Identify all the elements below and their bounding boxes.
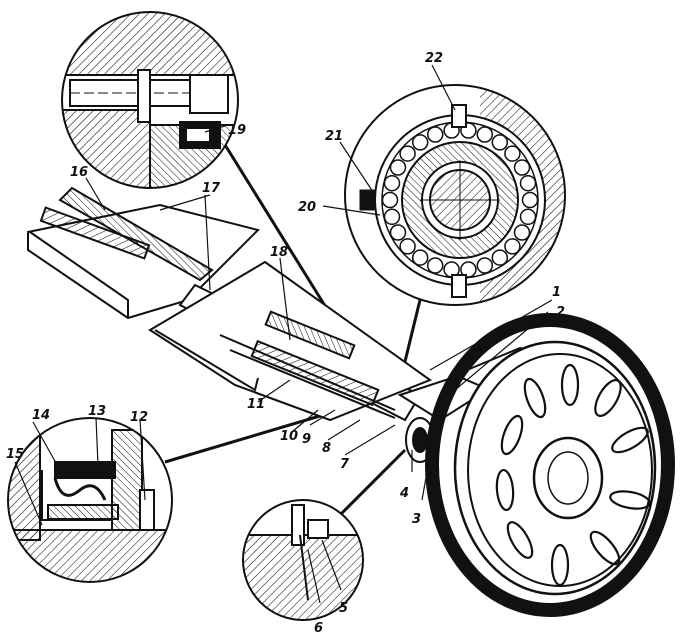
label-16: 16 (70, 165, 88, 180)
label-14: 14 (32, 408, 50, 423)
label-1: 1 (552, 285, 561, 300)
inset-top-right (344, 84, 566, 306)
bearing-ball (519, 174, 537, 192)
label-10: 10 (280, 429, 298, 444)
axle-beam (27, 186, 564, 463)
bearing-ball (513, 159, 531, 176)
label-15: 15 (6, 447, 24, 462)
wheel-vents (495, 363, 651, 587)
inset-top-left (61, 11, 239, 189)
label-5: 5 (339, 601, 348, 616)
bearing-ball (399, 238, 416, 255)
label-22: 22 (425, 51, 443, 66)
bearing-ball (476, 257, 494, 274)
bearing-ball (504, 145, 521, 162)
bearing-ball (519, 208, 537, 226)
label-18: 18 (270, 245, 288, 260)
pointer-lines (14, 64, 553, 604)
bearing-ball (476, 126, 494, 143)
bearing-balls (381, 122, 539, 278)
bearing-ball (521, 191, 539, 209)
bearing-ball (383, 208, 401, 226)
part-labels: 1 2 3 4 5 6 7 8 9 10 11 12 13 14 15 16 1… (6, 51, 565, 636)
bearing-ball (426, 257, 444, 274)
label-3: 3 (412, 512, 421, 527)
label-13: 13 (88, 404, 106, 419)
inset-bottom-left (7, 417, 173, 583)
label-21: 21 (325, 129, 343, 144)
label-8: 8 (322, 441, 331, 456)
bearing-ball (411, 134, 429, 151)
bearing-ball (491, 134, 509, 151)
label-7: 7 (340, 457, 350, 472)
label-4: 4 (399, 486, 409, 501)
bearing-ball (389, 224, 407, 241)
label-6: 6 (314, 621, 323, 636)
bearing-ball (383, 174, 401, 192)
label-17: 17 (202, 181, 221, 196)
wheel (425, 313, 675, 617)
bearing-ball (504, 238, 521, 255)
label-11: 11 (247, 397, 265, 412)
bearing-ball (381, 191, 399, 209)
bearing-ball (513, 224, 531, 241)
label-19: 19 (228, 123, 246, 138)
bearing-ball (389, 159, 407, 176)
label-9: 9 (302, 432, 311, 447)
bearing-ball (399, 145, 416, 162)
bearing-ball (411, 249, 429, 266)
label-2: 2 (556, 305, 565, 320)
inset-bottom-middle (242, 499, 364, 621)
label-20: 20 (298, 200, 316, 215)
bearing-ball (491, 249, 509, 266)
bearing-ball (460, 261, 477, 278)
label-12: 12 (130, 410, 148, 425)
bearing-ball (426, 126, 444, 143)
